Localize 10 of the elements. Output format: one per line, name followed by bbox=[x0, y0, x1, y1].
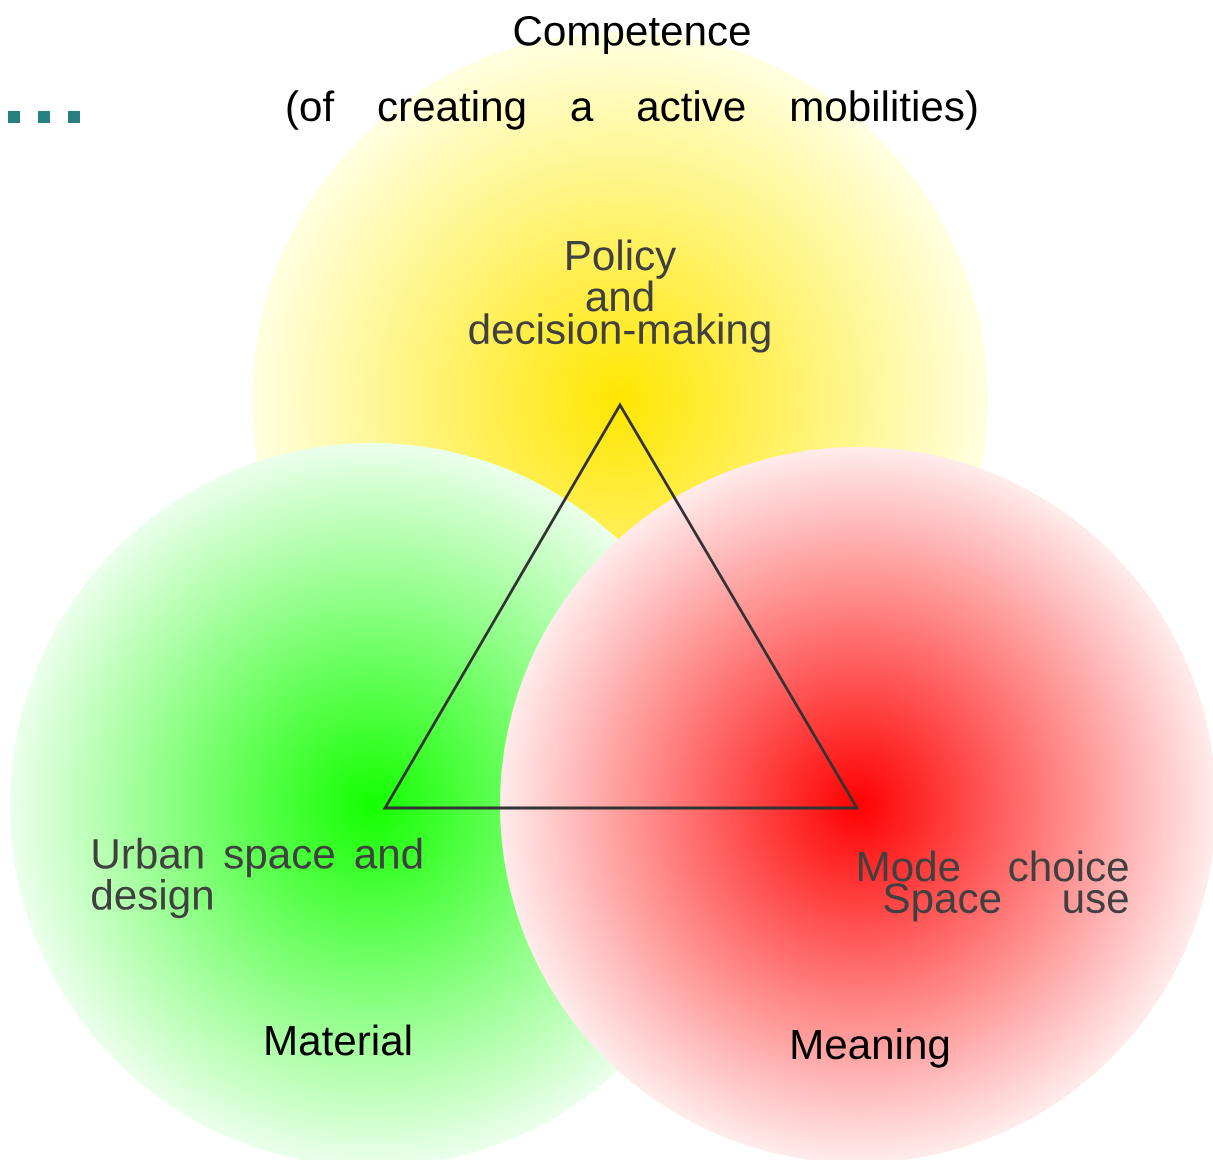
vertex-label: Policy and decision-making bbox=[469, 239, 770, 353]
vertex-label: Urban space and design bbox=[92, 837, 422, 919]
heading: Competence bbox=[514, 15, 750, 55]
subheading: (of creating a active mobilities) bbox=[287, 90, 977, 130]
node-text: Mode choice Space use Meaning bbox=[792, 850, 1128, 1068]
node-text: Competence (of creating a active mobilities) Policy and decision-making bbox=[287, 15, 977, 353]
zone-label: Material bbox=[266, 1024, 411, 1056]
node-text: Urban space and design Material bbox=[92, 837, 422, 1056]
vertex-label: Mode choice Space use bbox=[859, 850, 1128, 922]
zone-label: Meaning bbox=[792, 1028, 949, 1068]
